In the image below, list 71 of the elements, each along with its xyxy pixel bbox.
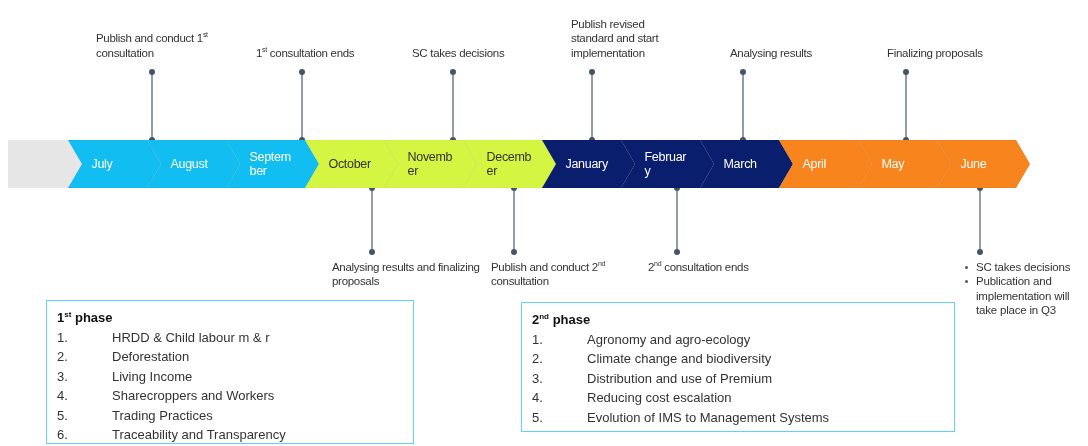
topic-item: Living Income <box>112 368 194 384</box>
month-label: April <box>802 156 827 172</box>
leader-line <box>149 69 155 143</box>
item-number: 4. <box>532 390 544 406</box>
month-segment <box>858 140 951 188</box>
month-label: September <box>249 149 292 179</box>
month-segment <box>463 140 556 188</box>
topic-item: Sharecroppers and Workers <box>112 388 276 404</box>
milestone-text: SC takes decisions <box>412 45 542 60</box>
item-number: 1. <box>532 331 544 347</box>
month-segment <box>305 140 398 188</box>
phase-heading: 2$^{nd}$ phase <box>532 312 592 328</box>
month-segment <box>542 140 635 188</box>
item-number: 5. <box>57 407 69 423</box>
month-segment <box>779 140 872 188</box>
topic-item: Climate change and biodiversity <box>587 351 773 367</box>
month-segment <box>68 140 161 188</box>
month-segment <box>621 140 714 188</box>
month-label: November <box>407 149 454 179</box>
leader-line <box>369 185 375 255</box>
milestone-text: Publish and conduct 1$^{st}$ consultation <box>96 31 246 60</box>
item-number: 2. <box>57 349 69 365</box>
month-label: October <box>328 156 372 172</box>
phase-topics-box <box>46 300 414 444</box>
leader-line <box>589 69 595 143</box>
topic-item: Distribution and use of Premium <box>587 370 773 386</box>
topic-item: Traceability and Transparency <box>112 427 287 443</box>
month-segment <box>700 140 793 188</box>
leader-line <box>903 69 909 143</box>
topic-item: Evolution of IMS to Management Systems <box>587 409 831 425</box>
phase-topics-box <box>521 302 955 432</box>
leader-line <box>450 69 456 143</box>
topic-item: Reducing cost escalation <box>587 390 733 406</box>
leader-line <box>674 185 680 255</box>
topic-item: Agronomy and agro-ecology <box>587 331 752 347</box>
milestone-text: Analysing results and finalizing proposals <box>332 260 482 289</box>
month-segment <box>226 140 319 188</box>
topic-item: HRDD & Child labour m & r <box>112 329 271 345</box>
milestone-text: 1$^{st}$ consultation ends <box>256 45 396 60</box>
bullet-item: Publication and implementation will take place in Q3 <box>976 274 1071 318</box>
milestone-text: 2$^{nd}$ consultation ends <box>648 260 788 275</box>
month-segment <box>384 140 477 188</box>
milestone-text: Finalizing proposals <box>887 45 1017 60</box>
milestone-text: Publish revised standard and start implementation <box>571 16 683 60</box>
month-label: July <box>91 156 114 172</box>
item-number: 3. <box>57 368 69 384</box>
month-label: May <box>881 156 906 172</box>
phase-heading: 1$^{st}$ phase <box>57 310 114 326</box>
month-label: August <box>170 156 209 172</box>
month-label: June <box>960 156 988 172</box>
milestone-text: Publish and conduct 2$^{nd}$ consultation <box>491 260 643 289</box>
month-label: February <box>644 149 688 179</box>
month-label: January <box>565 156 609 172</box>
item-number: 4. <box>57 388 69 404</box>
bullet-item: SC takes decisions <box>976 260 1071 275</box>
month-segment <box>147 140 240 188</box>
leader-line <box>977 185 983 255</box>
leader-line <box>511 185 517 255</box>
topic-item: Trading Practices <box>112 407 214 423</box>
leader-line <box>299 69 305 143</box>
item-number: 2. <box>532 351 544 367</box>
topic-item: Deforestation <box>112 349 191 365</box>
item-number: 1. <box>57 329 69 345</box>
item-number: 3. <box>532 370 544 386</box>
month-segment <box>937 140 1030 188</box>
milestone-text: Analysing results <box>730 45 840 60</box>
item-number: 5. <box>532 409 544 425</box>
month-label: December <box>486 149 533 179</box>
item-number: 6. <box>57 427 69 443</box>
month-label: March <box>723 156 758 172</box>
leader-line <box>740 69 746 143</box>
